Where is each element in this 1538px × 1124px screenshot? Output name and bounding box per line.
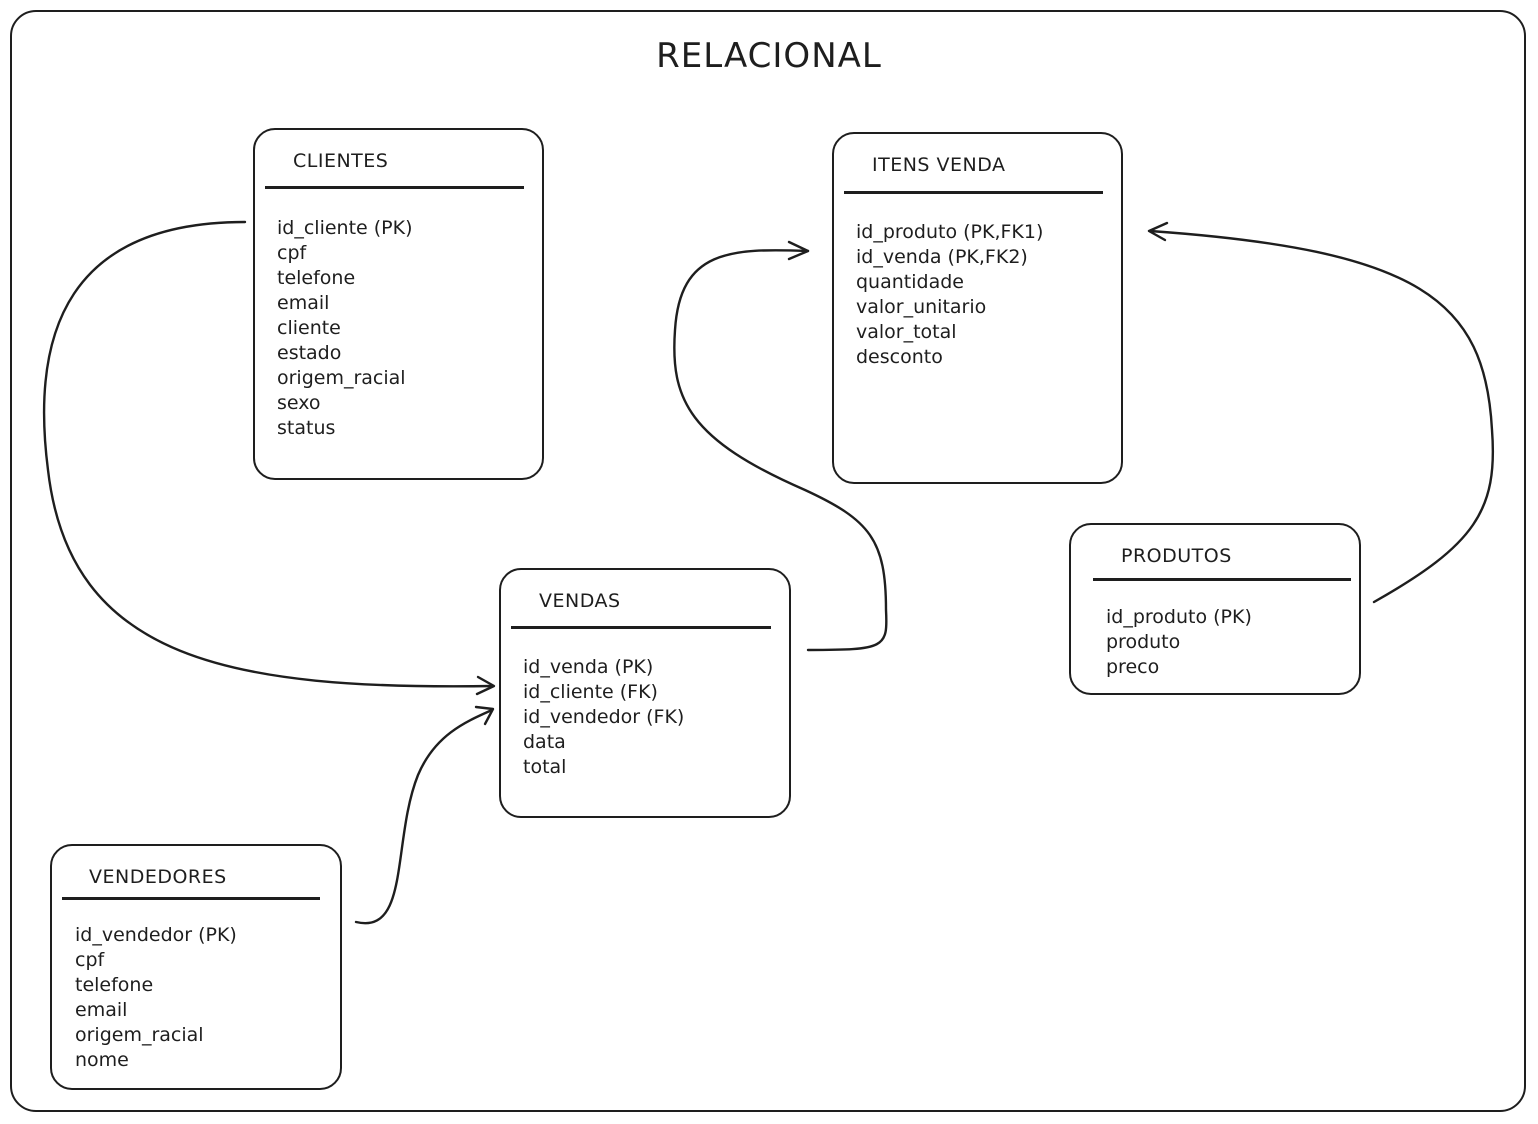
field-status: status <box>277 417 336 439</box>
field-valor-total: valor_total <box>856 321 957 343</box>
field-desconto: desconto <box>856 346 943 368</box>
field-id-vendedor: id_vendedor (FK) <box>523 706 685 728</box>
entity-vendas-title: VENDAS <box>539 590 621 612</box>
field-cpf: cpf <box>277 242 307 264</box>
entity-vendas-fields: id_venda (PK) id_cliente (FK) id_vendedo… <box>523 655 684 780</box>
entity-itens-venda-fields: id_produto (PK,FK1) id_venda (PK,FK2) qu… <box>856 220 1043 370</box>
field-origem-racial: origem_racial <box>75 1024 204 1046</box>
field-total: total <box>523 756 567 778</box>
entity-itens-venda-title: ITENS VENDA <box>872 154 1006 176</box>
field-produto: produto <box>1106 631 1181 653</box>
field-telefone: telefone <box>277 267 356 289</box>
entity-clientes-title: CLIENTES <box>293 150 389 172</box>
field-estado: estado <box>277 342 342 364</box>
diagram-frame <box>10 10 1526 1112</box>
field-cpf: cpf <box>75 949 105 971</box>
field-id-produto: id_produto (PK,FK1) <box>856 221 1044 243</box>
entity-produtos-title: PRODUTOS <box>1121 545 1232 567</box>
field-nome: nome <box>75 1049 129 1071</box>
entity-produtos-divider <box>1093 578 1351 581</box>
field-id-produto: id_produto (PK) <box>1106 606 1252 628</box>
entity-vendas-divider <box>511 626 771 629</box>
diagram-title: RELACIONAL <box>656 36 882 76</box>
entity-vendedores-divider <box>62 897 320 900</box>
entity-clientes[interactable]: CLIENTES id_cliente (PK) cpf telefone em… <box>253 128 544 480</box>
field-id-cliente: id_cliente (PK) <box>277 217 413 239</box>
field-valor-unitario: valor_unitario <box>856 296 987 318</box>
entity-produtos[interactable]: PRODUTOS id_produto (PK) produto preco <box>1069 523 1361 695</box>
entity-itens-venda[interactable]: ITENS VENDA id_produto (PK,FK1) id_venda… <box>832 132 1123 484</box>
field-sexo: sexo <box>277 392 321 414</box>
field-quantidade: quantidade <box>856 271 964 293</box>
entity-itens-venda-divider <box>844 191 1103 194</box>
field-origem-racial: origem_racial <box>277 367 406 389</box>
field-email: email <box>277 292 330 314</box>
entity-clientes-divider <box>265 186 524 189</box>
entity-vendedores-fields: id_vendedor (PK) cpf telefone email orig… <box>75 923 237 1073</box>
field-id-cliente: id_cliente (FK) <box>523 681 658 703</box>
field-id-venda: id_venda (PK) <box>523 656 654 678</box>
field-telefone: telefone <box>75 974 154 996</box>
field-data: data <box>523 731 566 753</box>
entity-clientes-fields: id_cliente (PK) cpf telefone email clien… <box>277 216 413 441</box>
field-preco: preco <box>1106 656 1160 678</box>
entity-vendedores-title: VENDEDORES <box>89 866 227 888</box>
field-cliente: cliente <box>277 317 341 339</box>
entity-produtos-fields: id_produto (PK) produto preco <box>1106 605 1252 680</box>
field-email: email <box>75 999 128 1021</box>
entity-vendedores[interactable]: VENDEDORES id_vendedor (PK) cpf telefone… <box>50 844 342 1090</box>
field-id-vendedor: id_vendedor (PK) <box>75 924 237 946</box>
entity-vendas[interactable]: VENDAS id_venda (PK) id_cliente (FK) id_… <box>499 568 791 818</box>
field-id-venda: id_venda (PK,FK2) <box>856 246 1028 268</box>
